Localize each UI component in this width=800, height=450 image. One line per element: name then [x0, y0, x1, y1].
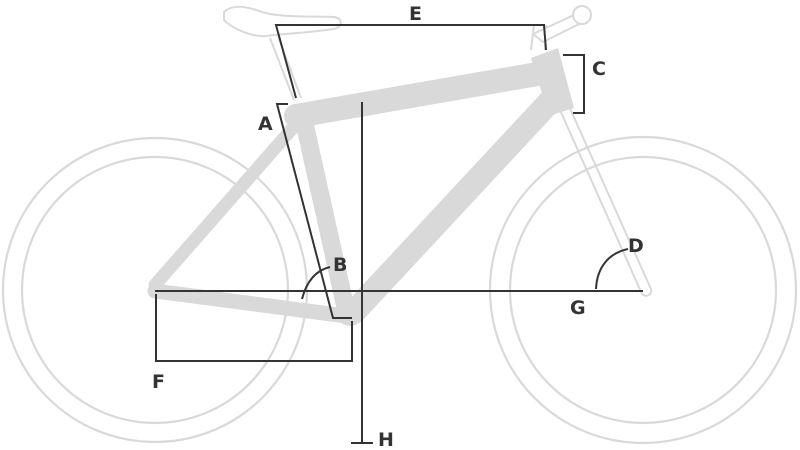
saddle-shape: [223, 5, 342, 38]
fork: [552, 99, 653, 297]
bottom-bracket: [336, 298, 364, 326]
handlebar: [530, 5, 592, 51]
seat-tube: [293, 103, 355, 319]
head-tube: [531, 48, 574, 116]
seat-tube-length-line: [275, 103, 352, 319]
label-c: C: [592, 58, 606, 80]
top-tube: [284, 60, 561, 128]
label-h: H: [378, 429, 394, 450]
label-d: D: [628, 235, 644, 257]
top-tube-length-line: [274, 24, 547, 99]
dimension-lines: [155, 24, 643, 444]
label-f: F: [152, 371, 165, 393]
seat-stay: [148, 115, 305, 292]
seat-angle-arc: [301, 266, 331, 300]
head-tube-length-bracket: [563, 54, 585, 114]
bike-frame: [147, 48, 574, 326]
saddle: [223, 5, 342, 101]
head-angle-arc: [595, 248, 629, 290]
down-tube: [342, 83, 568, 324]
dimension-labels: E C A D B G F H: [152, 3, 644, 450]
seatpost: [269, 35, 302, 101]
bb-vertical-line: [351, 102, 373, 444]
label-g: G: [570, 297, 586, 319]
chain-stay: [147, 283, 354, 324]
label-b: B: [333, 254, 347, 276]
chainstay-length-bracket: [155, 294, 353, 362]
label-a: A: [258, 113, 273, 135]
handlebar-end: [572, 5, 592, 25]
label-e: E: [409, 3, 422, 25]
